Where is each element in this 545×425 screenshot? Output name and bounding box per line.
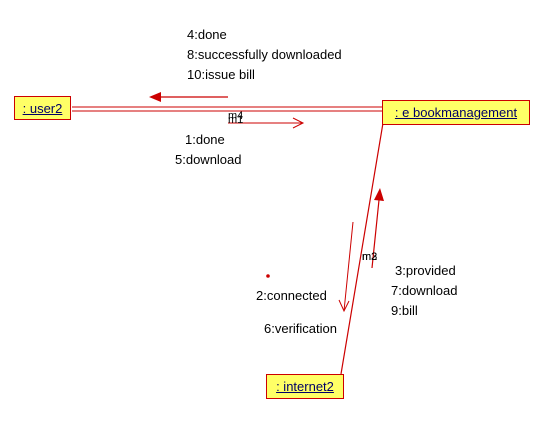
message-arrowhead-to-internet [338, 299, 350, 313]
message-arrow-to-internet [343, 221, 354, 312]
message-arrowhead-to-user [149, 92, 161, 102]
message-label-to-user-3: 10:issue bill [187, 67, 255, 82]
message-arrowhead-from-internet [374, 188, 384, 201]
object-user2[interactable]: : user2 [14, 96, 71, 120]
object-e-bookmanagement[interactable]: : e bookmanagement [382, 100, 530, 125]
message-label-from-internet-1: 3:provided [395, 263, 456, 278]
association-bookmanagement-internet [340, 122, 384, 375]
object-internet2[interactable]: : internet2 [266, 374, 344, 399]
message-arrowhead-to-bookmanagement [292, 117, 305, 129]
stray-point-marker [266, 274, 270, 278]
message-arrow-to-bookmanagement-from-internet [371, 199, 380, 269]
message-label-to-user-1: 4:done [187, 27, 227, 42]
message-label-to-internet-1: 2:connected [256, 288, 327, 303]
message-label-to-bookmanagement-2: 5:download [175, 152, 242, 167]
message-label-to-user-2: 8:successfully downloaded [187, 47, 342, 62]
link-name-m4: m4 [228, 110, 244, 122]
link-name-m1: m1 [228, 114, 244, 126]
message-label-to-internet-2: 6:verification [264, 321, 337, 336]
message-label-from-internet-3: 9:bill [391, 303, 418, 318]
message-label-from-internet-2: 7:download [391, 283, 458, 298]
message-label-to-bookmanagement-1: 1:done [185, 132, 225, 147]
link-name-m3: m3 [362, 251, 378, 263]
link-name-m2: m2 [362, 251, 378, 263]
